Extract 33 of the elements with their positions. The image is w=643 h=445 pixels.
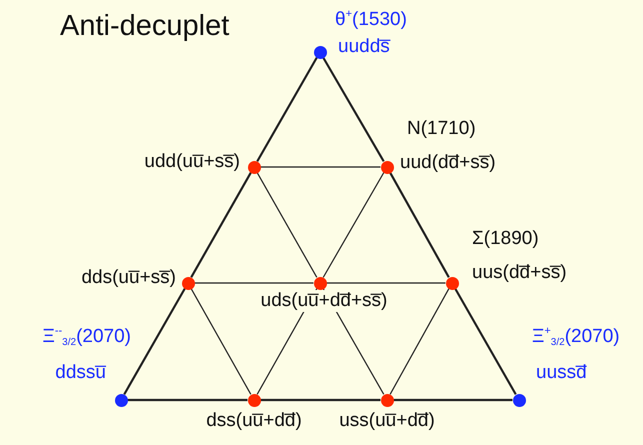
quark-content: dds(uu̅+ss̅) — [79, 267, 178, 289]
lattice-line — [190, 172, 252, 278]
lattice-line — [256, 57, 318, 162]
particle-name: θ$^{+}$(1530) — [333, 9, 409, 31]
lattice-line — [454, 288, 517, 395]
lattice-line — [394, 398, 512, 402]
lattice-line — [322, 57, 385, 162]
diagram-title: Anti-decuplet — [60, 10, 230, 43]
quark-content: uss(uu̅+dd̅) — [337, 410, 437, 432]
lattice-line — [260, 166, 380, 168]
point-marker — [248, 160, 260, 174]
lattice-line — [190, 288, 252, 395]
point-marker — [314, 46, 326, 58]
lattice-line — [256, 172, 318, 278]
lattice-line — [322, 172, 384, 278]
point-marker — [380, 160, 394, 174]
particle-name: Ξ$^{--}$$_{3/2}$(2070) — [40, 326, 133, 348]
point-marker — [380, 394, 394, 406]
lattice-line — [194, 282, 314, 284]
point-marker — [512, 394, 526, 406]
point-marker — [114, 394, 128, 406]
quark-content: uds(uu̅+dd̅+ss̅) — [258, 290, 390, 312]
lattice-line — [123, 288, 186, 395]
lattice-line — [260, 398, 380, 402]
quark-content: dss(uu̅+dd̅) — [204, 410, 304, 432]
lattice-line — [128, 398, 248, 402]
point-marker — [248, 394, 260, 406]
lattice-line — [390, 288, 450, 395]
lattice-line — [326, 282, 446, 284]
point-marker — [314, 276, 326, 290]
point-marker — [446, 276, 458, 290]
point-marker — [182, 276, 194, 290]
lattice-line — [389, 172, 450, 278]
